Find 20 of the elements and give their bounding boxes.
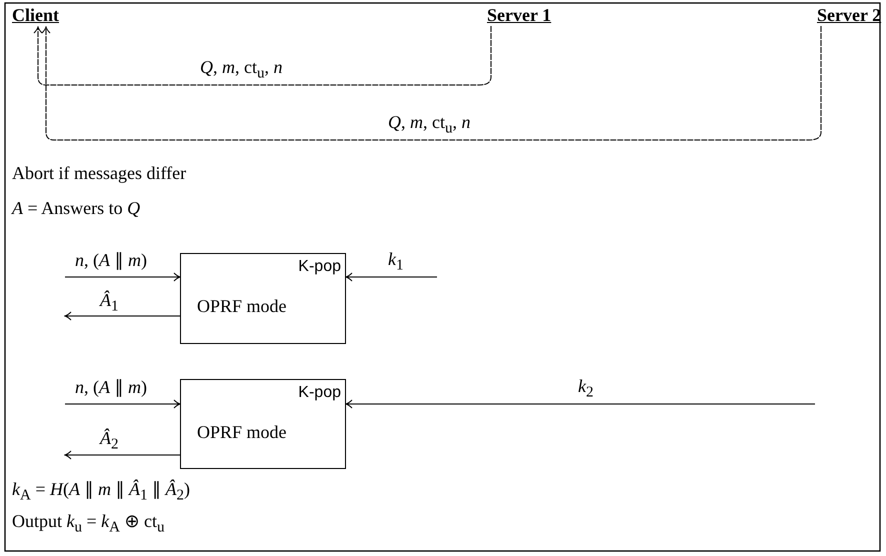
function-name: OPRF mode (197, 422, 287, 443)
column-heading: Client (12, 5, 59, 26)
edge-label: Â$_{2}$ (100, 428, 118, 454)
equation-text: k$_{A}$ = H(A ∥ m ∥ Â$_{1}$ ∥ Â$_{2}$) (12, 478, 190, 505)
equation-text: A = Answers to Q (12, 198, 140, 219)
edge-label: k$_{2}$ (578, 376, 594, 402)
edge-label: Â$_{1}$ (100, 290, 118, 316)
edge-label: Q, m, ct$_{u}$, n (388, 112, 470, 138)
function-box (180, 379, 346, 469)
function-box (180, 253, 346, 344)
edge-label: Q, m, ct$_{u}$, n (200, 57, 282, 83)
note-text: Abort if messages differ (12, 163, 186, 184)
column-heading: Server 1 (487, 5, 552, 26)
equation-text: Output k$_{u}$ = k$_{A}$ ⊕ ct$_{u}$ (12, 510, 165, 537)
edge-label: k$_{1}$ (388, 249, 404, 275)
mode-label: K-pop (298, 258, 341, 276)
function-name: OPRF mode (197, 296, 287, 317)
edge-label: n, (A ∥ m) (75, 249, 147, 271)
edge-label: n, (A ∥ m) (75, 376, 147, 398)
mode-label: K-pop (298, 384, 341, 402)
